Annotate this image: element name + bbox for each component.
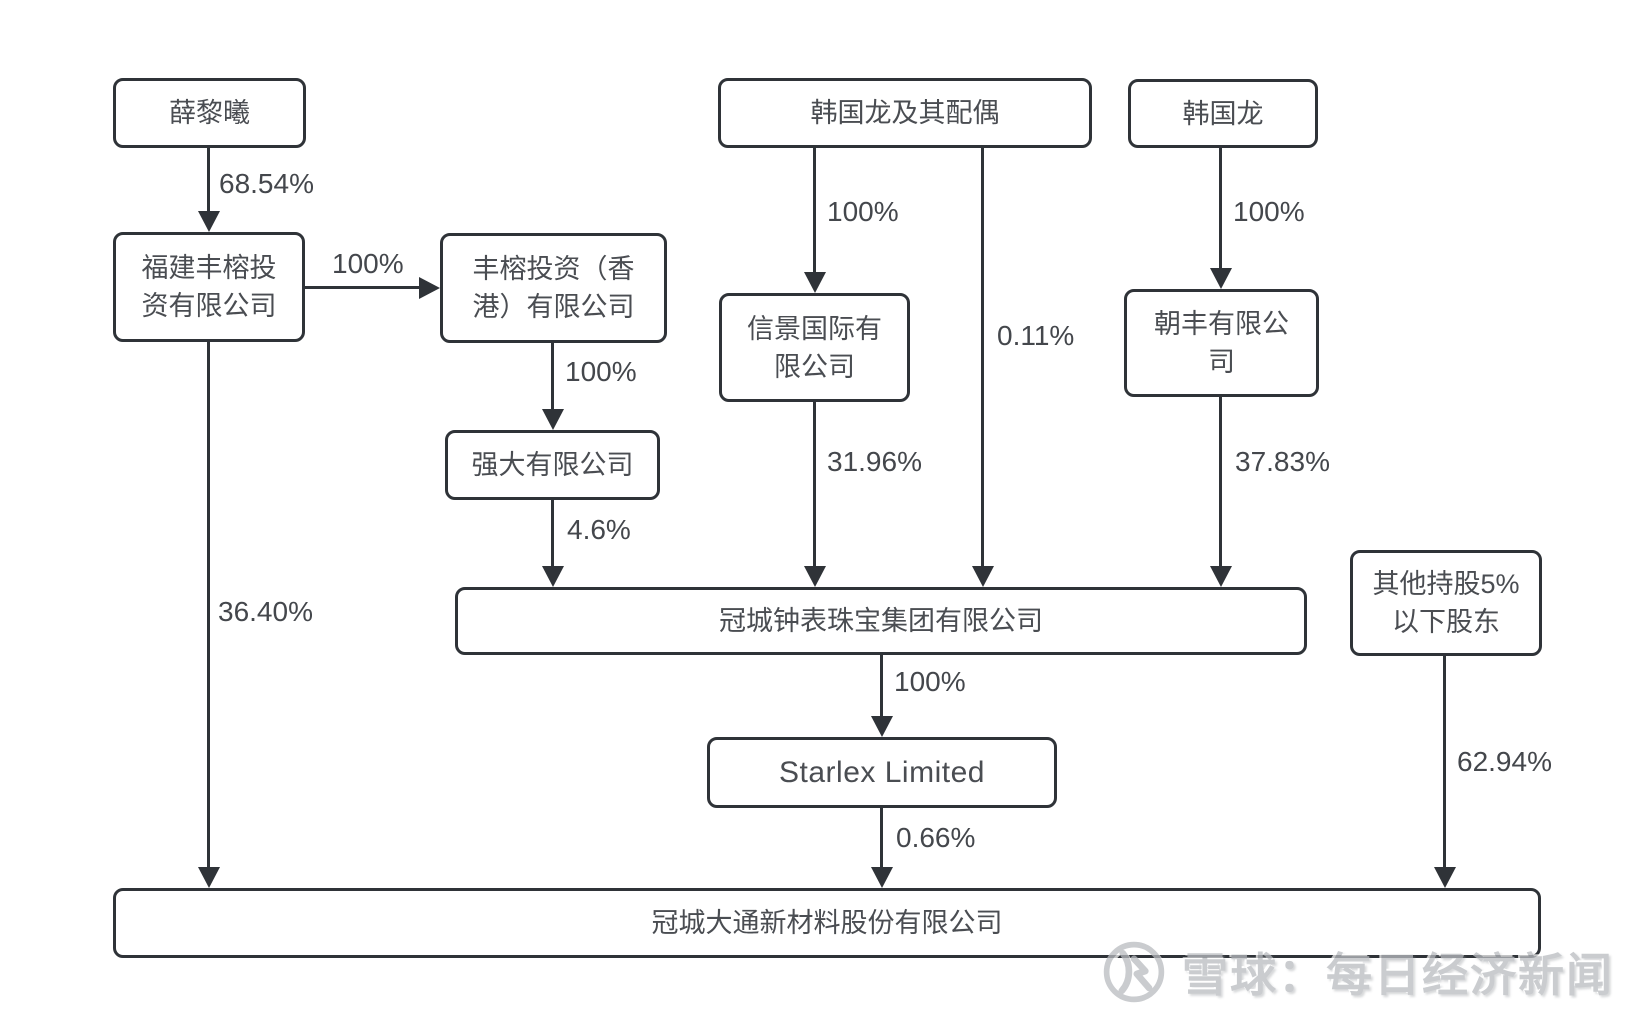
arrowhead-down-icon: [804, 566, 826, 587]
edge-label-han-to-chaofeng: 100%: [1233, 196, 1305, 227]
edge-label-hk-to-qiangda: 100%: [565, 356, 637, 387]
node-label: 冠城钟表珠宝集团有限公司: [719, 606, 1043, 636]
edge-label-watch-to-starlex: 100%: [894, 666, 966, 697]
connector-hk-to-qiangda: [551, 343, 554, 412]
arrowhead-down-icon: [542, 409, 564, 430]
node-label: 冠城大通新材料股份有限公司: [651, 908, 1003, 938]
xueqiu-logo-icon: [1103, 941, 1165, 1003]
node-label: 薛黎曦: [169, 98, 250, 128]
arrowhead-down-icon: [542, 566, 564, 587]
arrowhead-down-icon: [1434, 867, 1456, 888]
edge-label-other-to-datong: 62.94%: [1457, 746, 1552, 777]
node-fengrong-hk: 丰榕投资（香 港）有限公司: [440, 233, 667, 343]
connector-xinjing-to-watch: [813, 402, 816, 569]
edge-label-fujian-to-hk: 100%: [332, 248, 404, 279]
node-chaofeng: 朝丰有限公 司: [1124, 289, 1319, 397]
arrowhead-down-icon: [871, 716, 893, 737]
node-qiangda: 强大有限公司: [445, 430, 660, 500]
connector-other-to-datong: [1443, 656, 1446, 870]
connector-starlex-to-datong: [880, 808, 883, 870]
arrowhead-down-icon: [871, 867, 893, 888]
node-label: 朝丰有限公 司: [1154, 309, 1289, 377]
connector-qiangda-to-watch: [551, 500, 554, 569]
arrowhead-down-icon: [972, 566, 994, 587]
edge-label-xue-to-fujian: 68.54%: [219, 168, 314, 199]
node-han-guolong: 韩国龙: [1128, 79, 1318, 148]
node-xue-lixi: 薛黎曦: [113, 78, 306, 148]
connector-chaofeng-to-watch: [1219, 397, 1222, 569]
connector-han-to-chaofeng: [1219, 148, 1222, 271]
node-xinjing-intl: 信景国际有 限公司: [719, 293, 910, 402]
connector-xue-to-fujian: [207, 148, 210, 214]
connector-watch-to-starlex: [880, 655, 883, 719]
arrowhead-down-icon: [804, 272, 826, 293]
node-guancheng-datong: 冠城大通新材料股份有限公司: [113, 888, 1541, 958]
node-label: 韩国龙: [1182, 98, 1264, 129]
node-starlex: Starlex Limited: [707, 737, 1057, 808]
edge-label-fujian-to-datong: 36.40%: [218, 596, 313, 627]
edge-label-spouse-to-watch: 0.11%: [997, 320, 1075, 351]
arrowhead-down-icon: [198, 211, 220, 232]
node-label: 韩国龙及其配偶: [810, 98, 1000, 128]
node-han-guolong-spouse: 韩国龙及其配偶: [718, 78, 1092, 148]
connector-fujian-to-hk: [305, 286, 421, 289]
edge-label-xinjing-to-watch: 31.96%: [827, 446, 922, 477]
watermark-text: 雪球：每日经济新闻: [1182, 949, 1614, 1001]
node-label: 福建丰榕投 资有限公司: [141, 253, 277, 321]
connector-fujian-to-datong: [207, 342, 210, 870]
arrowhead-right-icon: [419, 277, 440, 299]
arrowhead-down-icon: [198, 867, 220, 888]
node-label: Starlex Limited: [779, 755, 985, 789]
edge-label-qiangda-to-watch: 4.6%: [567, 514, 631, 545]
node-label: 强大有限公司: [471, 450, 634, 480]
watermark: 雪球：每日经济新闻: [1100, 938, 1614, 1006]
node-label: 丰榕投资（香 港）有限公司: [472, 254, 635, 322]
node-label: 信景国际有 限公司: [747, 313, 882, 382]
arrowhead-down-icon: [1210, 566, 1232, 587]
connector-spouse-to-watch: [981, 148, 984, 569]
node-label: 其他持股5% 以下股东: [1372, 569, 1520, 637]
edge-label-chaofeng-to-watch: 37.83%: [1235, 446, 1330, 477]
edge-label-starlex-to-datong: 0.66%: [896, 822, 976, 853]
edge-label-spouse-to-xinjing: 100%: [827, 196, 899, 227]
arrowhead-down-icon: [1210, 268, 1232, 289]
connector-spouse-to-xinjing: [813, 148, 816, 275]
node-other-minor-shareholders: 其他持股5% 以下股东: [1350, 550, 1542, 656]
node-guancheng-watch-jewelry: 冠城钟表珠宝集团有限公司: [455, 587, 1307, 655]
node-fujian-fengrong: 福建丰榕投 资有限公司: [113, 232, 305, 342]
